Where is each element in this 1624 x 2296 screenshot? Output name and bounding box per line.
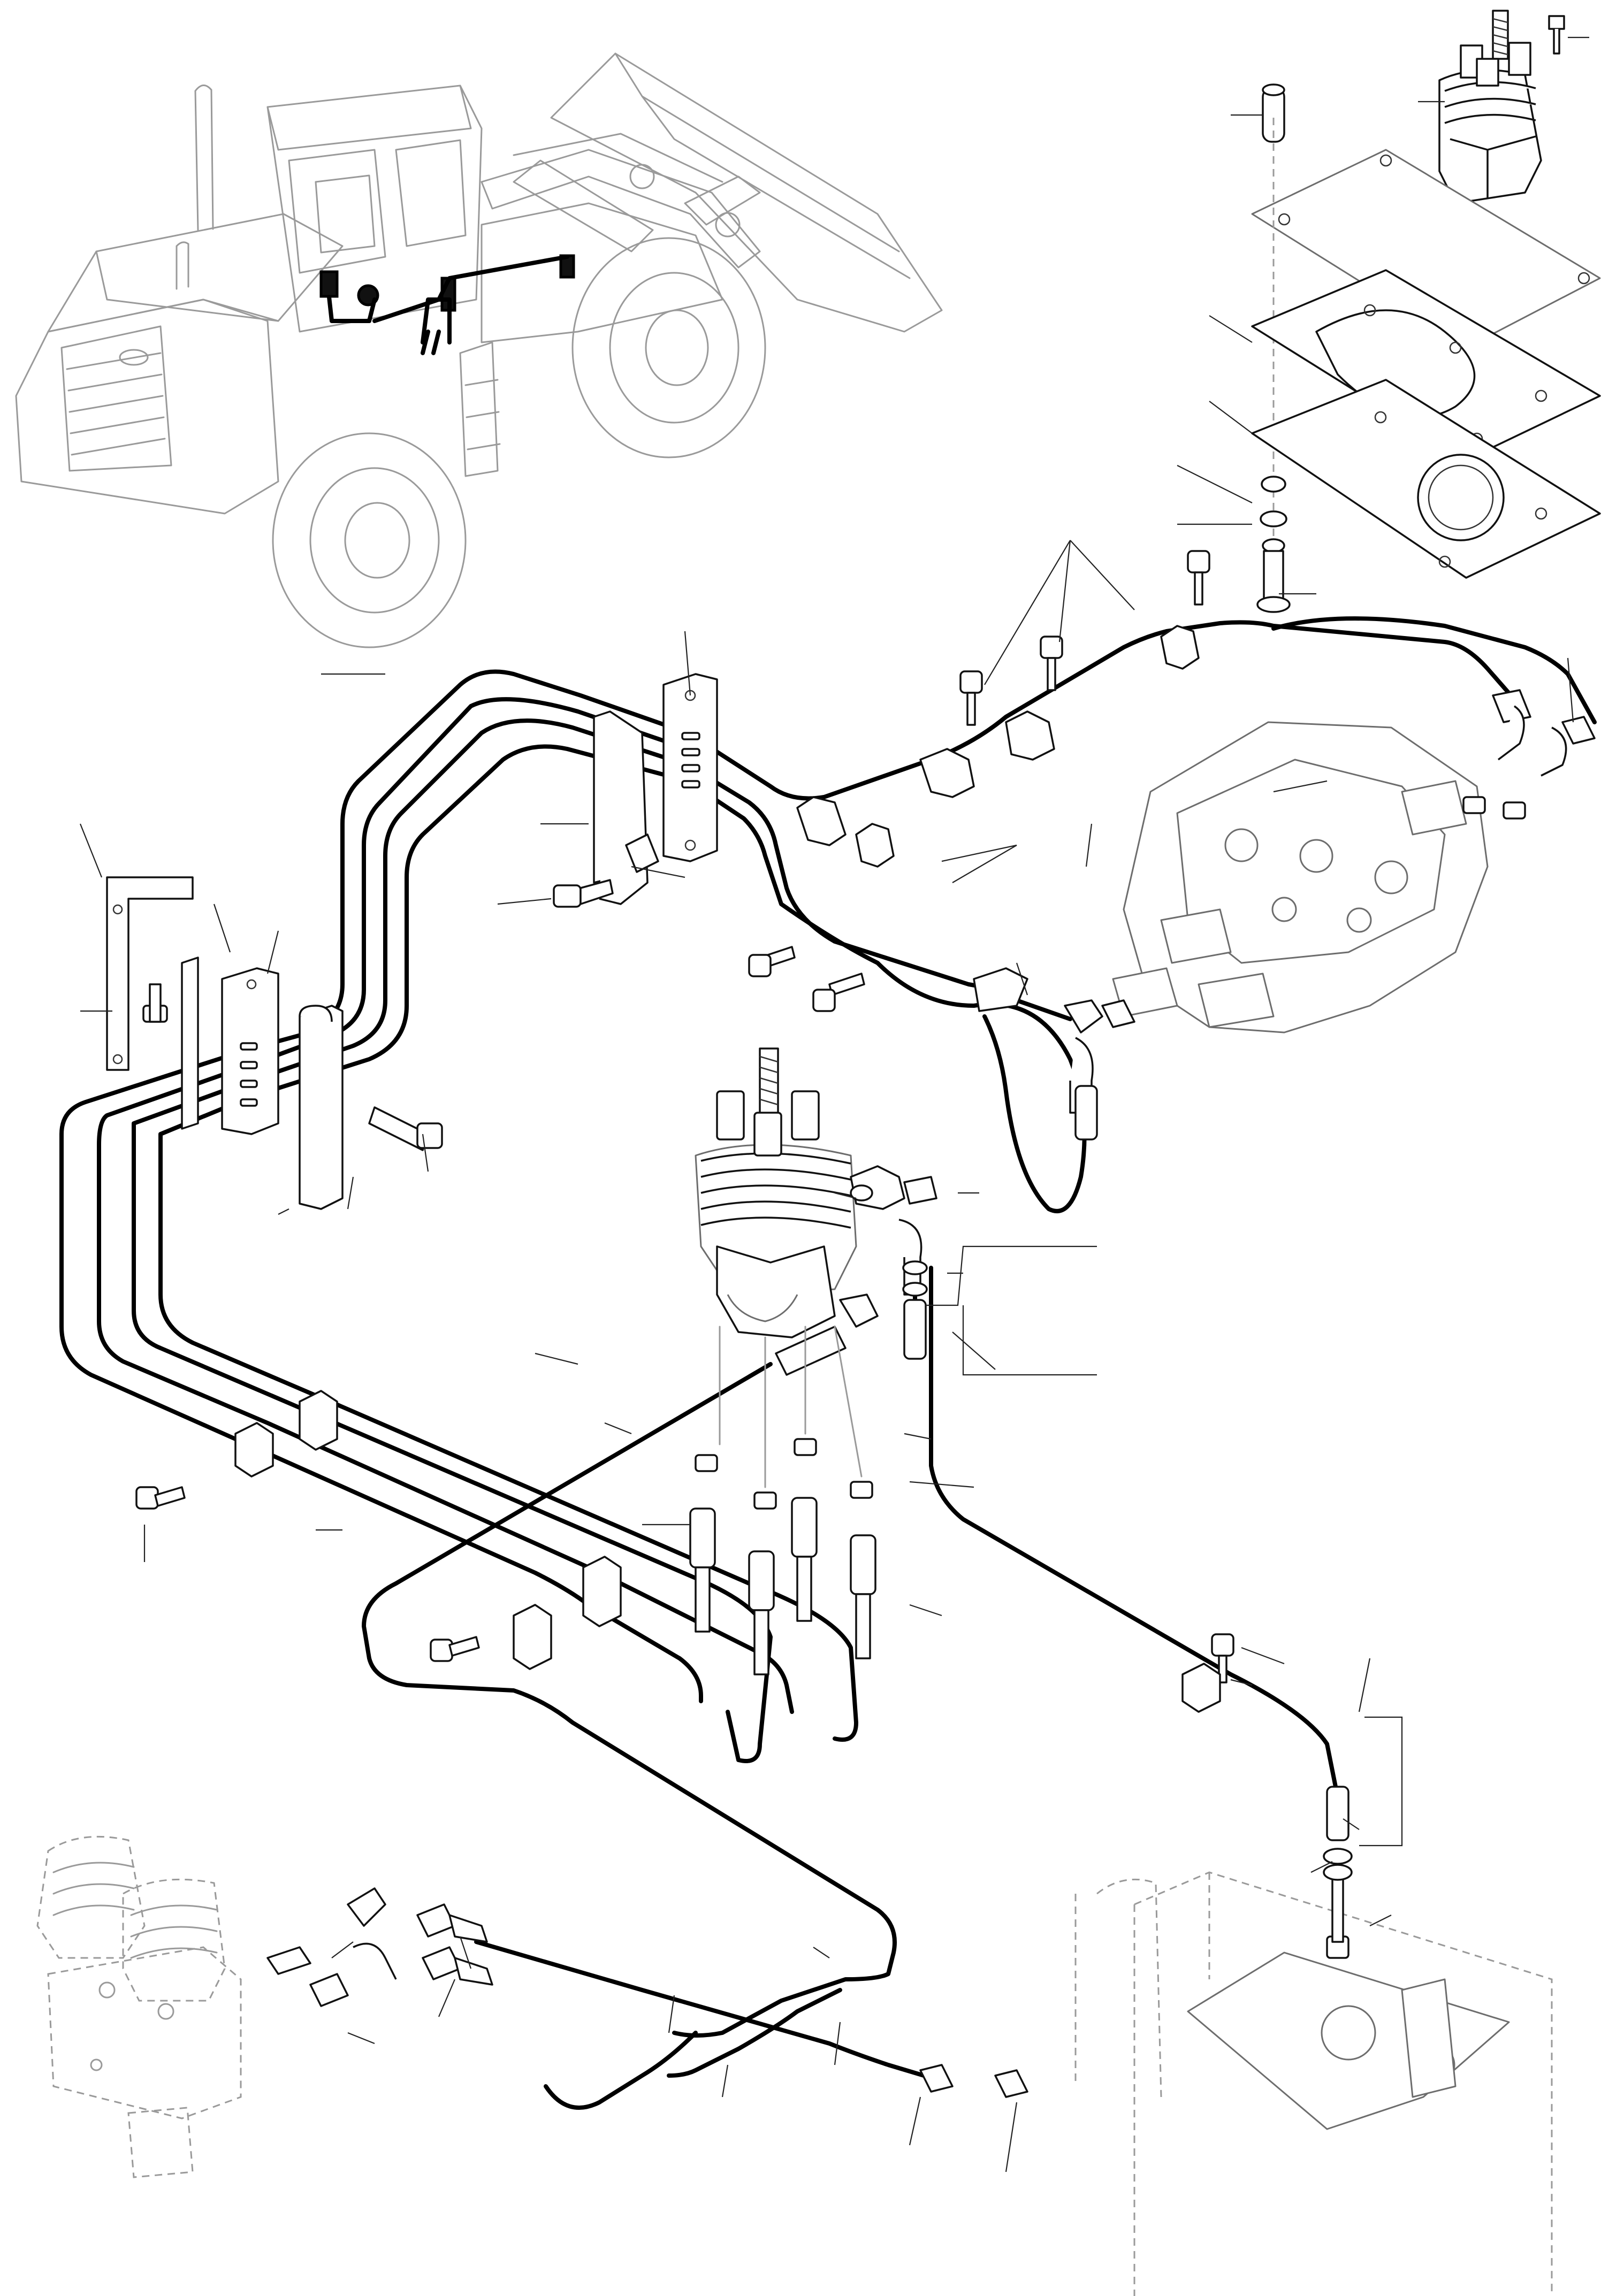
pilot-valve-top-assembly (1251, 10, 1601, 613)
hose-clamps-and-brackets (106, 550, 1234, 1713)
wheel-loader-locator-view (15, 52, 943, 648)
main-control-valve (973, 689, 1596, 1141)
highlighted-pilot-lines (319, 254, 575, 355)
center-pilot-valve (689, 1047, 937, 1675)
hydraulic-tank (919, 1786, 1553, 2296)
accumulator-block (36, 1835, 493, 2178)
callout-leader-lines (79, 36, 1589, 2172)
